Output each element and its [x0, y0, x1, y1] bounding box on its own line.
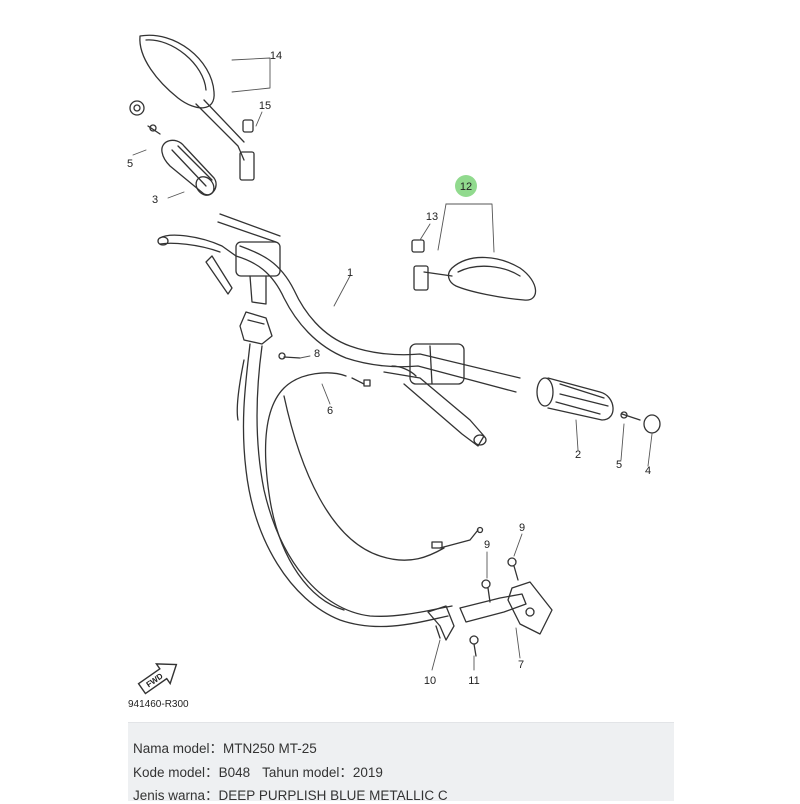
callout-number: 7	[518, 659, 524, 671]
model-name-label: Nama model：	[133, 741, 224, 756]
model-year-value: 2019	[352, 765, 383, 780]
handlebar-part	[235, 245, 521, 393]
right-bar-end	[620, 411, 661, 434]
right-lever-assembly	[383, 343, 487, 447]
model-code-row: Kode model：B048 Tahun model：2019	[133, 761, 383, 781]
model-year-label: Tahun model：	[262, 765, 353, 780]
cable-bracket-part	[427, 605, 479, 657]
callout-number: 13	[426, 211, 438, 223]
callout-number: 4	[645, 465, 651, 477]
right-mirror-part	[411, 239, 537, 301]
callout-number: 1	[347, 267, 353, 279]
model-code-value: B048	[218, 765, 251, 780]
callout-number: 8	[314, 348, 320, 360]
fwd-arrow-icon: FWD	[137, 663, 178, 695]
callout-number: 11	[468, 675, 479, 687]
callout-number: 9	[519, 522, 525, 534]
callout-number: 5	[616, 459, 622, 471]
cable-routing	[236, 343, 484, 628]
callout-number: 15	[259, 100, 271, 112]
callout-number: 10	[424, 675, 436, 687]
callout-number: 12	[460, 181, 472, 193]
callout-number: 9	[484, 539, 490, 551]
right-grip-part	[536, 377, 614, 421]
left-mirror-part	[139, 34, 255, 181]
left-lever-assembly	[157, 213, 281, 305]
left-bar-end	[129, 100, 161, 135]
model-name-value: MTN250 MT-25	[223, 741, 317, 756]
model-code-label: Kode model：	[133, 765, 219, 780]
callout-number: 5	[127, 158, 133, 170]
left-grip-part	[161, 139, 217, 196]
leader-lines	[132, 57, 653, 671]
highlight-marker	[455, 175, 477, 197]
color-label: Jenis warna：	[133, 788, 219, 803]
callout-number: 2	[575, 449, 581, 461]
model-name-row: Nama model：MTN250 MT-25	[133, 737, 317, 757]
color-row: Jenis warna：DEEP PURPLISH BLUE METALLIC …	[133, 784, 448, 804]
callout-number: 6	[327, 405, 333, 417]
model-info-panel: Nama model：MTN250 MT-25 Kode model：B048 T…	[128, 722, 674, 804]
callout-number: 14	[270, 50, 282, 62]
left-bracket-part	[239, 311, 301, 360]
callout-number: 3	[152, 194, 158, 206]
color-value: DEEP PURPLISH BLUE METALLIC C	[218, 788, 448, 803]
drawing-code: 941460-R300	[128, 699, 189, 710]
lever-bracket-part	[459, 557, 553, 635]
